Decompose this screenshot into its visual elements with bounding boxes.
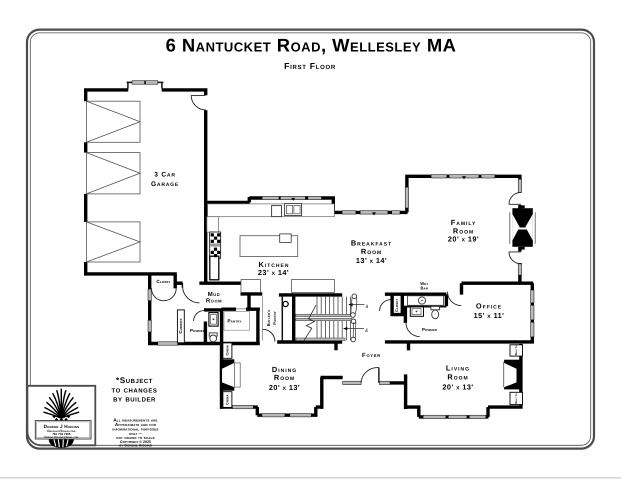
svg-text:All measurements are: All measurements are [113,417,157,422]
svg-text:Dn: Dn [364,328,368,332]
svg-text:to changes: to changes [111,386,157,395]
svg-text:6 Nantucket Road, Wellesley MA: 6 Nantucket Road, Wellesley MA [166,34,457,55]
svg-text:13' x 14': 13' x 14' [356,256,387,265]
svg-text:Pantry: Pantry [227,318,241,324]
svg-text:Kitchen: Kitchen [259,260,290,269]
svg-text:by builder: by builder [113,394,156,403]
svg-text:23' x 14': 23' x 14' [258,268,289,277]
svg-text:China: China [226,344,230,355]
svg-text:20' x 13': 20' x 13' [442,382,473,391]
svg-text:Graphics/Consulting: Graphics/Consulting [47,429,76,433]
svg-text:Family: Family [451,218,477,227]
svg-text:Wet: Wet [420,281,428,286]
svg-text:Pantry: Pantry [272,311,277,324]
svg-text:Powder: Powder [190,328,206,333]
svg-text:Office: Office [476,301,502,310]
svg-text:Room: Room [274,373,295,382]
svg-text:Breakfast: Breakfast [351,239,392,248]
svg-text:Mud: Mud [208,291,221,298]
svg-text:Approximate and for: Approximate and for [115,422,157,427]
svg-text:Living: Living [446,363,470,372]
svg-text:Dining: Dining [272,365,297,374]
svg-text:20' x 13': 20' x 13' [269,383,300,392]
svg-text:Room: Room [453,226,474,235]
svg-text:Butler's: Butler's [266,310,271,327]
svg-text:Cubbies: Cubbies [178,318,183,333]
svg-text:First Floor: First Floor [284,61,336,71]
svg-text:20' x 19': 20' x 19' [448,235,479,244]
svg-text:Copyright © 2025: Copyright © 2025 [120,440,151,444]
svg-text:Room: Room [206,298,222,305]
svg-text:*Subject: *Subject [116,376,153,385]
svg-text:informational purposes: informational purposes [112,426,158,431]
svg-text:Built In: Built In [514,345,518,356]
svg-text:Up: Up [365,304,369,308]
svg-text:Built In: Built In [514,393,518,404]
svg-text:Room: Room [361,247,382,256]
svg-text:781 704 7906: 781 704 7906 [52,432,71,436]
svg-text:Foyer: Foyer [362,352,381,359]
svg-text:China: China [226,394,230,405]
svg-text:Closet: Closet [156,279,170,284]
svg-text:Closet: Closet [394,299,399,312]
svg-text:Dorene.Higgins@Gmail.com: Dorene.Higgins@Gmail.com [45,436,79,439]
svg-text:Room: Room [447,373,468,382]
svg-text:Garage: Garage [151,181,179,188]
svg-text:by Dorene Higgins: by Dorene Higgins [119,444,152,448]
svg-text:3 Car: 3 Car [154,172,175,179]
svg-text:Bar: Bar [421,286,429,291]
svg-text:15' x 11': 15' x 11' [474,311,505,320]
svg-text:only ~: only ~ [129,431,142,436]
svg-text:Dorene J Higgins: Dorene J Higgins [44,424,80,429]
svg-text:not drawn to scale: not drawn to scale [116,435,154,440]
svg-text:Powder: Powder [422,327,438,332]
